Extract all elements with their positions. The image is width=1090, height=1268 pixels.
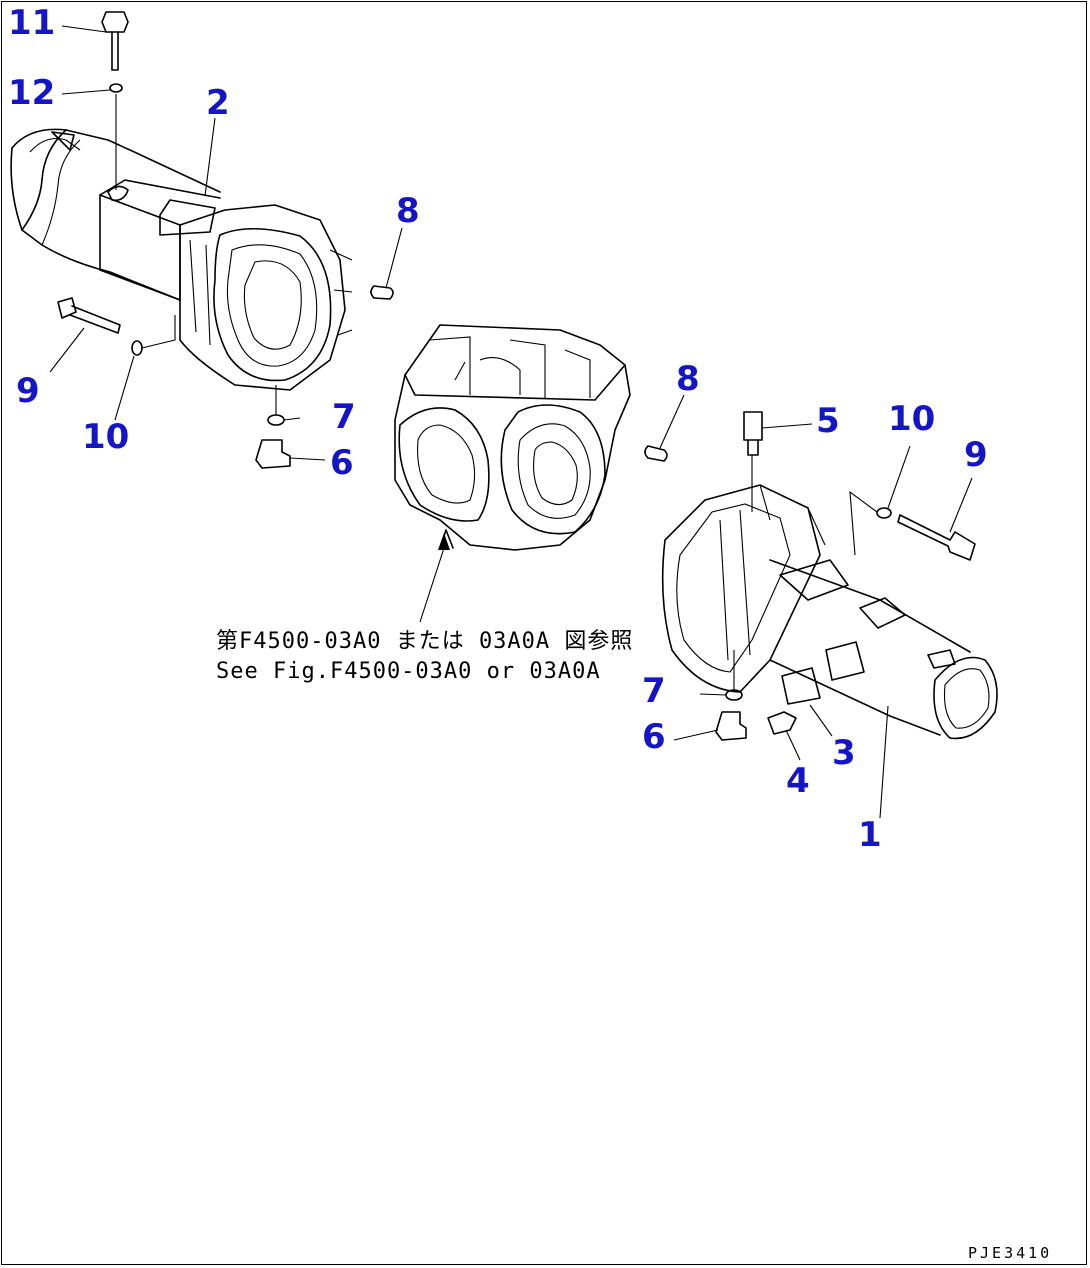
- breather-5: [743, 411, 763, 456]
- washer-10-left: [131, 340, 143, 356]
- plug-6-left: [255, 439, 291, 469]
- bolt-9-right: [897, 514, 976, 561]
- callout-6-left: 6: [330, 443, 354, 483]
- callout-3: 3: [832, 733, 856, 773]
- callout-9-left: 9: [16, 371, 40, 411]
- pin-8-left: [370, 285, 394, 300]
- callout-2: 2: [206, 83, 230, 123]
- callout-7-left: 7: [332, 397, 356, 437]
- breather-bolt-11: [101, 11, 129, 71]
- bolt-9-left: [57, 297, 121, 334]
- callout-8-right: 8: [676, 359, 700, 399]
- reference-note-english: See Fig.F4500-03A0 or 03A0A: [216, 659, 601, 684]
- leader-lines: [49, 25, 973, 819]
- plug-6-right: [715, 711, 747, 741]
- pin-8-right: [644, 445, 668, 462]
- callout-5: 5: [816, 401, 840, 441]
- callout-10-left: 10: [82, 417, 129, 457]
- callout-9-right: 9: [964, 435, 988, 475]
- callout-4: 4: [786, 761, 810, 801]
- center-differential-case: [394, 324, 631, 551]
- plug-4: [767, 711, 797, 735]
- callout-7-right: 7: [642, 671, 666, 711]
- left-axle-housing: [10, 128, 353, 391]
- washer-10-right: [876, 507, 892, 519]
- reference-note-japanese: 第F4500-03A0 または 03A0A 図参照: [216, 629, 633, 654]
- drawing-code: PJE3410: [968, 1244, 1052, 1262]
- callout-8-left: 8: [396, 191, 420, 231]
- callout-labels: 11 12 2 8 9 10 7 6 8 5 10 9 7 6 4 3 1: [8, 3, 988, 855]
- callout-1: 1: [858, 815, 882, 855]
- washer-12: [109, 83, 123, 93]
- callout-10-right: 10: [888, 399, 935, 439]
- callout-11: 11: [8, 3, 55, 43]
- reference-note: 第F4500-03A0 または 03A0A 図参照 See Fig.F4500-…: [216, 629, 633, 684]
- callout-6-right: 6: [642, 717, 666, 757]
- right-axle-housing: [661, 484, 998, 740]
- callout-12: 12: [8, 73, 55, 113]
- o-ring-7-left: [267, 414, 285, 426]
